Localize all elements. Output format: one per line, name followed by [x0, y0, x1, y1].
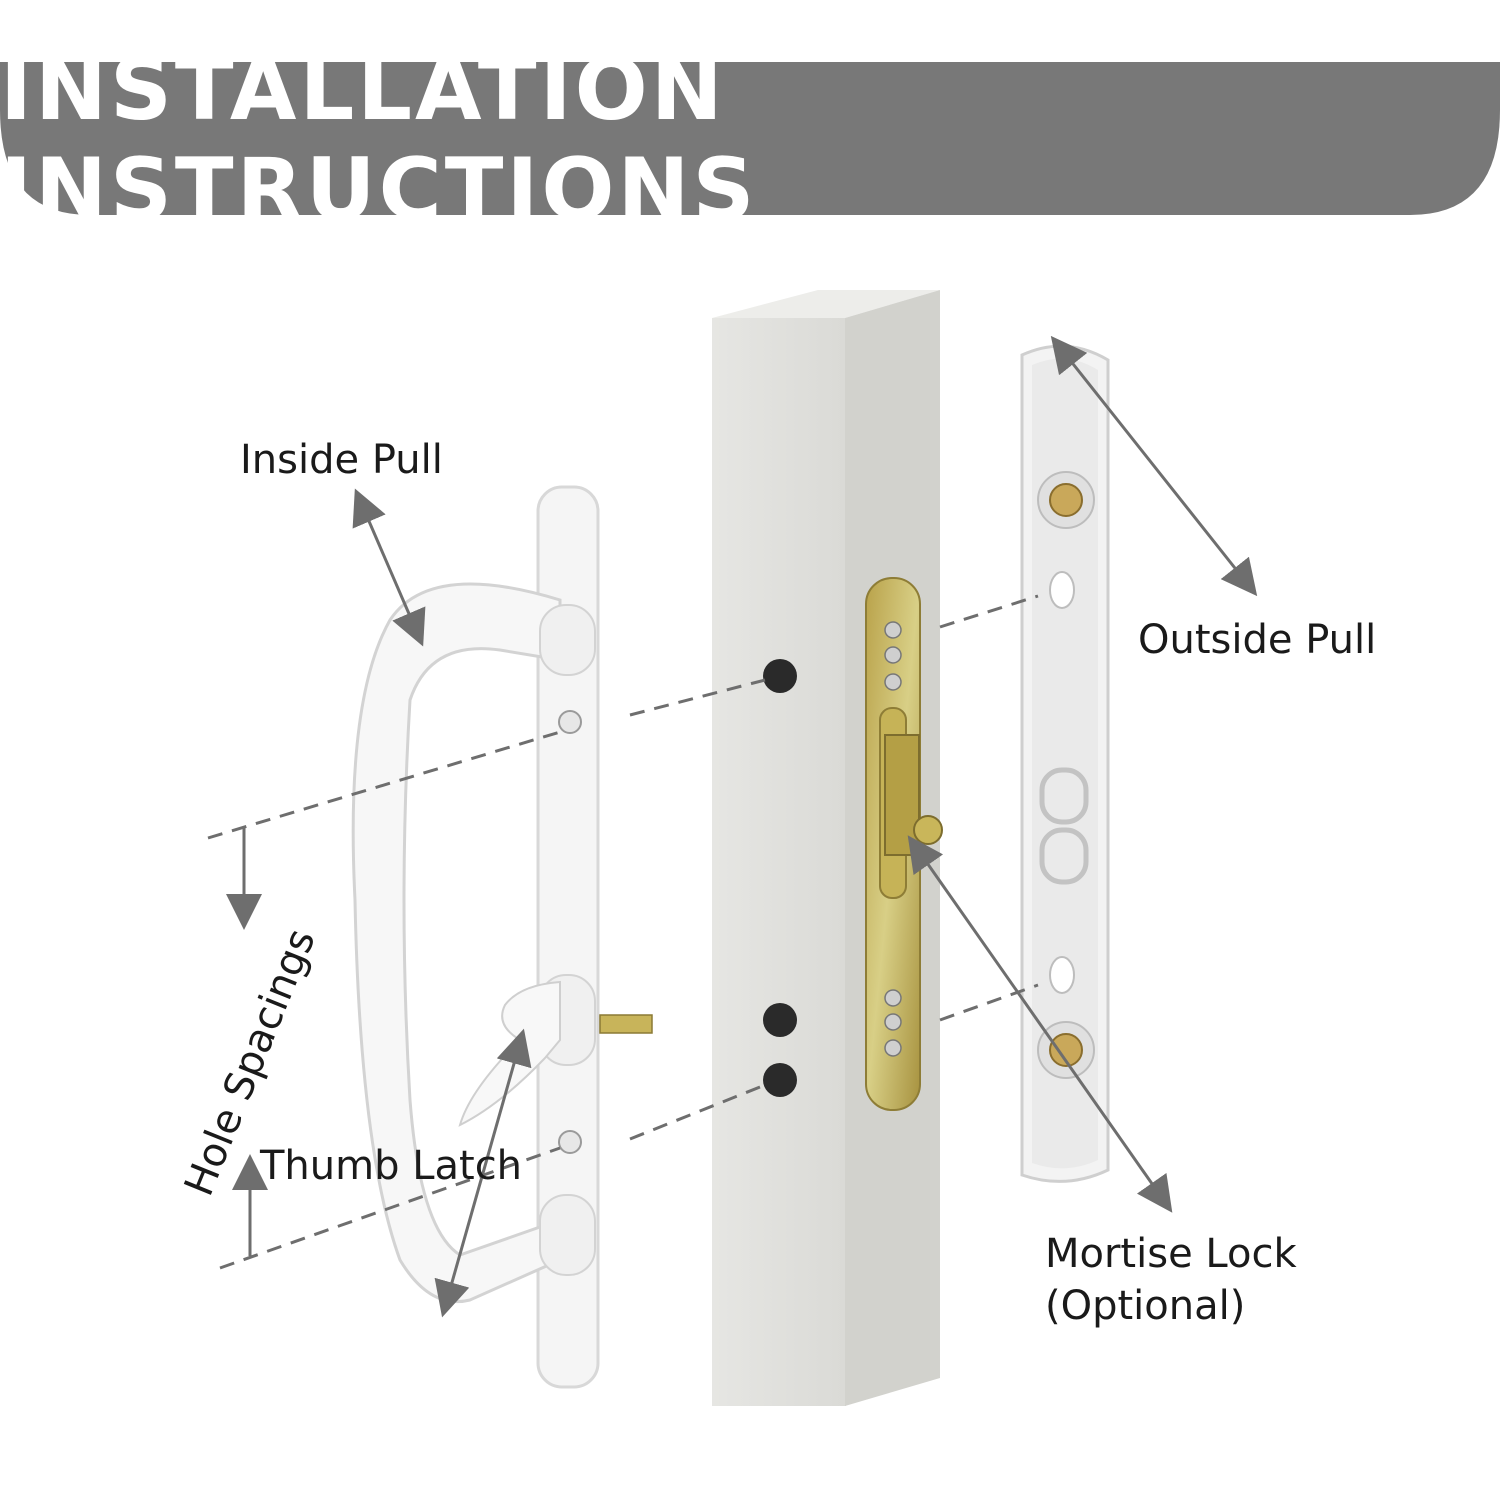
label-outside-pull: Outside Pull	[1138, 617, 1377, 663]
door-hole	[763, 1003, 797, 1037]
label-mortise-lock: Mortise Lock	[1045, 1231, 1297, 1277]
label-inside-pull: Inside Pull	[240, 437, 443, 483]
thumb-latch-arrow	[434, 1028, 532, 1318]
label-thumb-latch: Thumb Latch	[260, 1143, 523, 1189]
page-title: INSTALLATION INSTRUCTIONS	[0, 40, 758, 240]
screw-icon	[558, 1130, 582, 1154]
label-mortise-lock-optional: (Optional)	[1045, 1283, 1246, 1329]
title-banner	[0, 62, 1500, 215]
screw-icon	[558, 710, 582, 734]
inside-pull-arrow	[352, 488, 426, 647]
door-hole	[763, 1063, 797, 1097]
inside-pull	[351, 485, 600, 1389]
outside-pull-arrow	[1050, 335, 1258, 597]
door-hole	[763, 659, 797, 693]
mortise-lock-arrow	[907, 835, 1173, 1213]
outside-pull	[1020, 344, 1110, 1183]
mortise-lock-plate	[865, 577, 943, 1111]
